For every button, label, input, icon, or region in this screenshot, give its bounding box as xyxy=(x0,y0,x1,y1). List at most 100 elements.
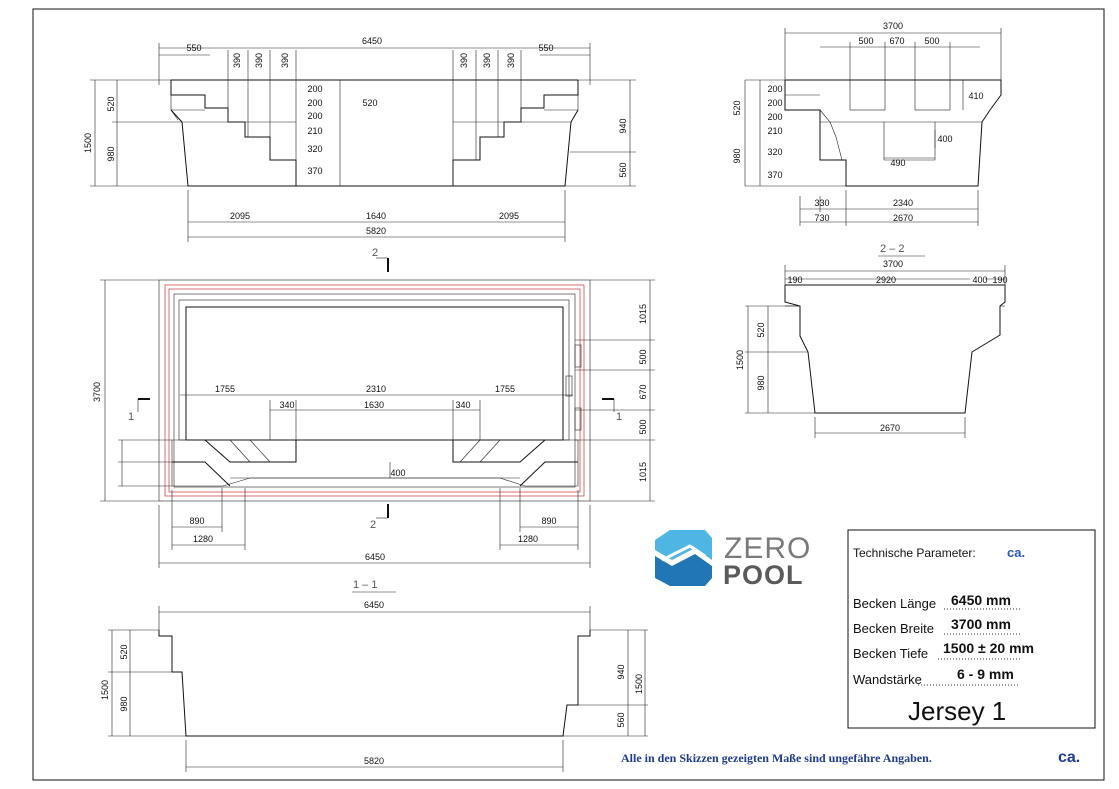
model-name: Jersey 1 xyxy=(908,696,1006,726)
dim-s2-190b: 190 xyxy=(992,275,1007,285)
dim-plan-340a: 340 xyxy=(279,400,294,410)
dim-tl-200c: 200 xyxy=(307,111,322,121)
dim-tl-200b: 200 xyxy=(307,98,322,108)
param-value-wall: 6 - 9 mm xyxy=(957,666,1014,682)
dim-tl-520r: 520 xyxy=(362,98,377,108)
logo-icon xyxy=(655,530,712,586)
dim-s2-1500: 1500 xyxy=(735,350,745,370)
parameter-box: Technische Parameter: ca. Becken Länge 6… xyxy=(847,529,1096,729)
dim-s1-1500: 1500 xyxy=(100,680,110,700)
sheet-frame xyxy=(32,8,1105,781)
dim-s2-2670: 2670 xyxy=(880,423,900,433)
dim-tr-330: 330 xyxy=(814,198,829,208)
dim-tl-210: 210 xyxy=(307,126,322,136)
dim-s2-190a: 190 xyxy=(787,275,802,285)
dim-plan-1280a: 1280 xyxy=(193,534,213,544)
dim-tr-210: 210 xyxy=(767,126,782,136)
dim-tl-390a: 390 xyxy=(232,53,242,68)
dim-tl-6450: 6450 xyxy=(362,36,382,46)
dim-tr-410: 410 xyxy=(968,91,983,101)
param-value-length: 6450 mm xyxy=(951,592,1011,608)
dim-tr-320: 320 xyxy=(767,147,782,157)
dim-tl-370: 370 xyxy=(307,166,322,176)
dim-plan-3700: 3700 xyxy=(92,382,102,402)
dim-tr-200b: 200 xyxy=(767,98,782,108)
dim-tr-980: 980 xyxy=(732,148,742,163)
view-section-1-1: 1 – 1 6450 1500 520 980 940 1500 560 582… xyxy=(100,579,648,772)
dim-plan-6450: 6450 xyxy=(365,552,385,562)
dim-tr-500b: 500 xyxy=(924,36,939,46)
dim-plan-1015a: 1015 xyxy=(638,304,648,324)
dim-tl-550a: 550 xyxy=(186,43,201,53)
dim-s1-940: 940 xyxy=(616,664,626,679)
footer-note: Alle in den Skizzen gezeigten Maße sind … xyxy=(621,751,932,765)
dim-tl-390b: 390 xyxy=(254,53,264,68)
dim-tr-730: 730 xyxy=(814,213,829,223)
dim-tr-520: 520 xyxy=(732,100,742,115)
dim-tl-390f: 390 xyxy=(506,53,516,68)
dim-plan-1755a: 1755 xyxy=(215,384,235,394)
param-label-wall: Wandstärke xyxy=(853,672,922,687)
section-mark-2-top: 2 xyxy=(372,247,378,259)
view-plan: 2 2 1 1 1015 500 670 500 1015 3700 1755 … xyxy=(92,247,655,568)
logo-text-zero: ZERO xyxy=(724,532,811,565)
dim-tl-320: 320 xyxy=(307,144,322,154)
dim-plan-500a: 500 xyxy=(638,349,648,364)
dim-tr-2670: 2670 xyxy=(893,213,913,223)
dim-plan-1280b: 1280 xyxy=(518,534,538,544)
dim-plan-2310: 2310 xyxy=(366,384,386,394)
dim-tr-490: 490 xyxy=(890,158,905,168)
zero-pool-logo: ZERO POOL xyxy=(655,530,811,590)
dim-tr-2340: 2340 xyxy=(893,198,913,208)
footer-ca: ca. xyxy=(1058,749,1080,766)
dim-tr-370: 370 xyxy=(767,170,782,180)
dim-plan-1630: 1630 xyxy=(364,400,384,410)
param-label-width: Becken Breite xyxy=(853,621,934,636)
dim-plan-400: 400 xyxy=(390,468,405,478)
dim-tl-5820: 5820 xyxy=(366,226,386,236)
dim-tl-390d: 390 xyxy=(459,53,469,68)
section-mark-1-right: 1 xyxy=(616,411,622,423)
dim-tl-550b: 550 xyxy=(538,43,553,53)
dim-tl-520: 520 xyxy=(106,96,116,111)
dim-plan-1015b: 1015 xyxy=(638,462,648,482)
section-2-2-title: 2 – 2 xyxy=(880,243,904,255)
section-1-1-title: 1 – 1 xyxy=(353,579,377,591)
dim-s2-3700: 3700 xyxy=(883,259,903,269)
param-label-length: Becken Länge xyxy=(853,596,936,611)
dim-plan-890b: 890 xyxy=(541,516,556,526)
dim-s1-1500r: 1500 xyxy=(634,674,644,694)
dim-tl-390e: 390 xyxy=(482,53,492,68)
view-cross-section-steps: 3700 500 670 500 410 400 490 200 200 200… xyxy=(732,21,1002,226)
logo-text-pool: POOL xyxy=(723,560,804,590)
dim-tr-200a: 200 xyxy=(767,84,782,94)
params-title: Technische Parameter: xyxy=(853,546,976,560)
dim-tr-670: 670 xyxy=(889,36,904,46)
dim-tr-400: 400 xyxy=(937,134,952,144)
dim-tr-200c: 200 xyxy=(767,112,782,122)
dim-tl-1640: 1640 xyxy=(366,211,386,221)
dim-s2-2920: 2920 xyxy=(876,275,896,285)
dim-tl-980: 980 xyxy=(106,146,116,161)
dim-s2-520: 520 xyxy=(756,322,766,337)
dim-s1-560: 560 xyxy=(616,712,626,727)
dim-tl-390c: 390 xyxy=(280,53,290,68)
dim-tl-200a: 200 xyxy=(307,84,322,94)
dim-tl-1500: 1500 xyxy=(83,133,93,153)
param-value-depth: 1500 ± 20 mm xyxy=(943,640,1034,656)
dim-s2-400: 400 xyxy=(972,275,987,285)
dim-s1-980: 980 xyxy=(119,696,129,711)
dim-tl-2095b: 2095 xyxy=(499,211,519,221)
param-label-depth: Becken Tiefe xyxy=(853,646,928,661)
section-mark-1-left: 1 xyxy=(128,411,134,423)
dim-s1-520: 520 xyxy=(119,644,129,659)
dim-tr-3700: 3700 xyxy=(883,21,903,31)
dim-tl-940: 940 xyxy=(618,118,628,133)
dim-tl-560: 560 xyxy=(618,162,628,177)
dim-tr-500a: 500 xyxy=(858,36,873,46)
dim-plan-500b: 500 xyxy=(638,419,648,434)
dim-plan-1755b: 1755 xyxy=(495,384,515,394)
dim-plan-670: 670 xyxy=(638,384,648,399)
